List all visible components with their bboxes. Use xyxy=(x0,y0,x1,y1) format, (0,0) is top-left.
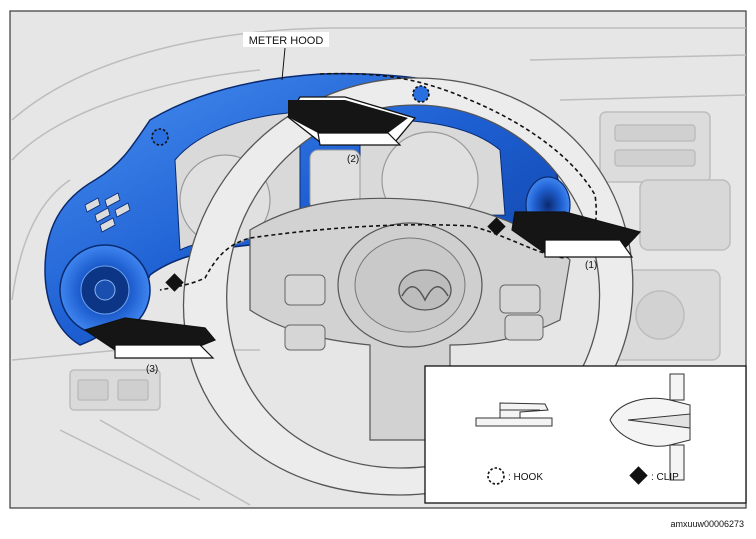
clip-icon xyxy=(165,273,184,292)
legend-box: : HOOK : CLIP xyxy=(424,365,747,504)
meter-hood-label-bg xyxy=(243,32,329,47)
clip-icon xyxy=(487,217,506,236)
step-2-label: (2) xyxy=(347,154,359,165)
vent-slats xyxy=(84,192,131,233)
hook-icon xyxy=(151,128,169,146)
step-3-label: (3) xyxy=(146,364,158,375)
steering-emblem xyxy=(398,269,452,311)
legend-hook-label: : HOOK xyxy=(508,472,543,483)
dashboard-background xyxy=(11,27,747,506)
hook-icon xyxy=(412,85,430,103)
pull-arrow-icon xyxy=(83,317,216,359)
hook-icon xyxy=(487,467,505,485)
pull-arrow-icon xyxy=(287,96,417,146)
legend-clip-label: : CLIP xyxy=(651,472,679,483)
pull-arrow-icon xyxy=(511,211,642,258)
steering-wheel xyxy=(182,77,634,496)
clip-detail-drawing xyxy=(609,373,691,481)
step-1-label: (1) xyxy=(585,260,597,271)
meter-hood-label: METER HOOD xyxy=(249,35,324,47)
meter-hood-leader xyxy=(281,47,286,81)
hook-detail-drawing xyxy=(475,402,553,427)
hidden-hood-outline xyxy=(159,72,597,291)
clip-icon xyxy=(629,466,648,485)
image-code: amxuuw00006273 xyxy=(670,519,744,529)
